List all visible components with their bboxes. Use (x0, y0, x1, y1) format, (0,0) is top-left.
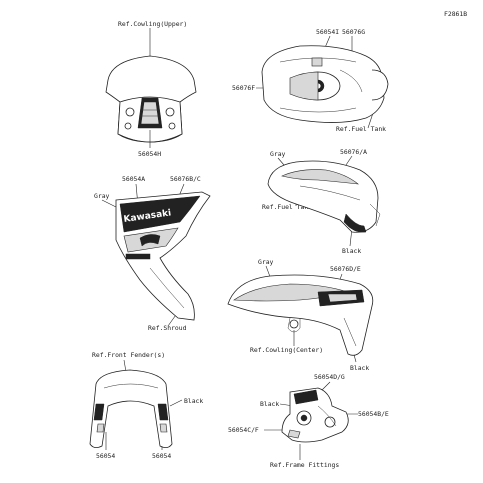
fender-ref-label: Ref.Front Fender(s) (92, 351, 165, 359)
shroud-group: 56054A 56076B/C Gray Ref.Shroud Kawasaki (94, 175, 211, 332)
frame-label-56054DG: 56054D/G (314, 373, 345, 381)
frame-black-label: Black (260, 400, 279, 408)
tank-top-label-56054I: 56054I (316, 28, 339, 36)
tank-side-black-label: Black (342, 247, 361, 255)
fender-black-label: Black (184, 397, 203, 405)
windshield-part-56054H: 56054H (138, 150, 161, 158)
figure-code: F2861B (444, 10, 467, 18)
shroud-illustration: Kawasaki (115, 191, 211, 321)
frame-label-56054BE: 56054B/E (358, 410, 389, 418)
fuel-tank-side-group: Gray 56076/A Ref.Fuel Tank Black (262, 148, 381, 255)
center-cowling-group: Gray 56076D/E Ref.Cowling(Center) Black (227, 258, 374, 372)
tank-top-label-56076G: 56076G (342, 28, 365, 36)
shroud-color-gray: Gray (94, 192, 110, 200)
cowling-center-color-gray: Gray (258, 258, 274, 266)
tank-top-ref-label: Ref.Fuel Tank (336, 125, 386, 133)
windshield-illustration (105, 55, 197, 143)
frame-fittings-group: 56054D/G Black 56054B/E 56054C/F Ref.Fra… (228, 373, 389, 469)
fender-label-56054-right: 56054 (152, 452, 171, 460)
cowling-center-ref-label: Ref.Cowling(Center) (250, 346, 323, 354)
cowling-center-part-56076DE: 56076D/E (330, 265, 361, 273)
fender-label-56054-left: 56054 (96, 452, 115, 460)
windshield-group: Ref.Cowling(Upper) 56054H (105, 20, 197, 158)
windshield-ref-label: Ref.Cowling(Upper) (118, 20, 187, 28)
tank-side-part-56076A: 56076/A (340, 148, 367, 156)
tank-side-ref-label: Ref.Fuel Tank (262, 203, 312, 211)
frame-ref-label: Ref.Frame Fittings (270, 461, 339, 469)
fuel-tank-top-illustration (261, 45, 389, 123)
tank-top-label-56076F: 56076F (232, 84, 255, 92)
center-cowling-illustration (227, 274, 374, 356)
shroud-ref-label: Ref.Shroud (148, 324, 187, 332)
fuel-tank-top-group: 56054I 56076G 56076F Ref.Fuel Tank (232, 28, 389, 133)
frame-fittings-illustration (281, 387, 349, 443)
front-fender-group: Ref.Front Fender(s) Black 56054 56054 (89, 351, 203, 460)
tank-side-color-gray: Gray (270, 150, 286, 158)
frame-label-56054CF: 56054C/F (228, 426, 259, 434)
front-fender-illustration (89, 369, 173, 448)
shroud-label-56054A: 56054A (122, 175, 145, 183)
shroud-label-56076BC: 56076B/C (170, 175, 201, 183)
fuel-tank-side-illustration (267, 160, 381, 233)
cowling-center-black-label: Black (350, 364, 369, 372)
